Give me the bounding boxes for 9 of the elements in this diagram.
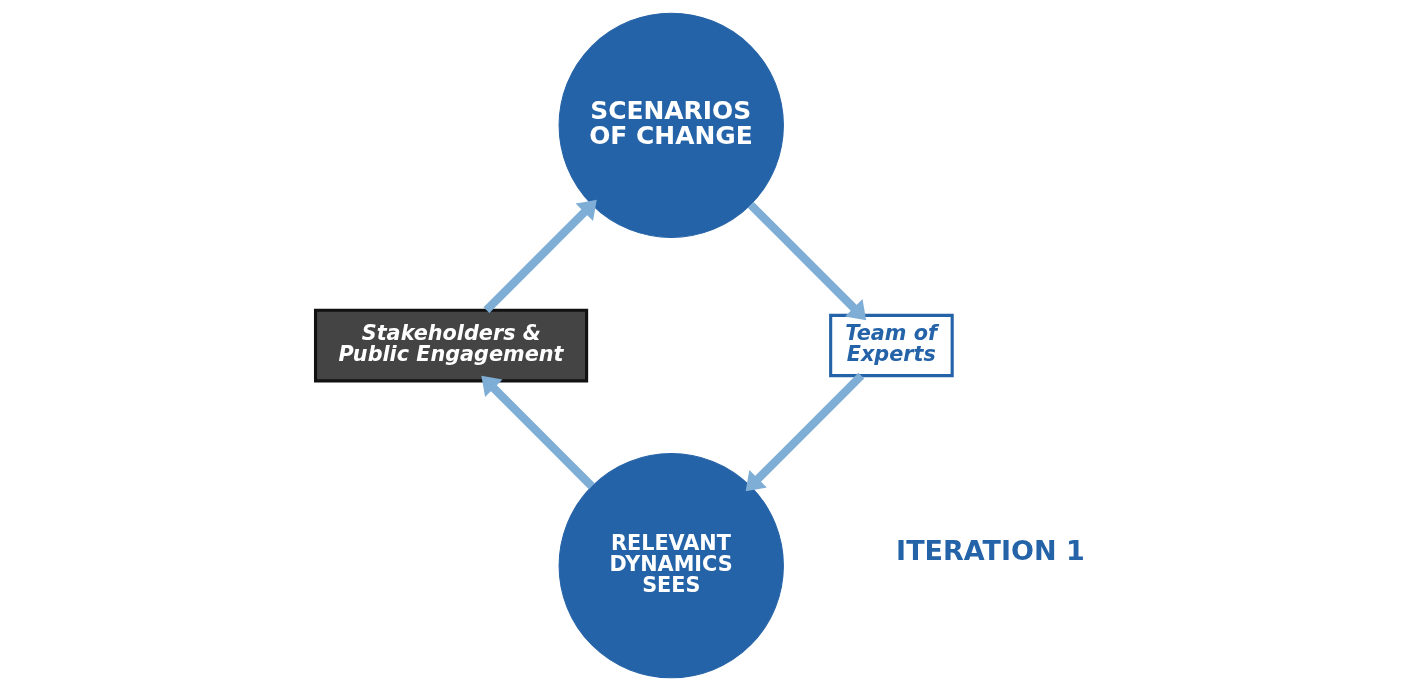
arrow — [747, 201, 867, 320]
node-circle: RELEVANT DYNAMICS SEES — [558, 452, 784, 678]
arrow — [745, 372, 865, 491]
node-circle: SCENARIOS OF CHANGE — [558, 12, 784, 238]
node-box: Stakeholders & Public Engagement — [313, 308, 589, 382]
label: ITERATION 1 — [896, 534, 1085, 566]
arrow — [483, 199, 597, 313]
arrow — [481, 375, 595, 489]
node-box: Team of Experts — [829, 313, 954, 377]
